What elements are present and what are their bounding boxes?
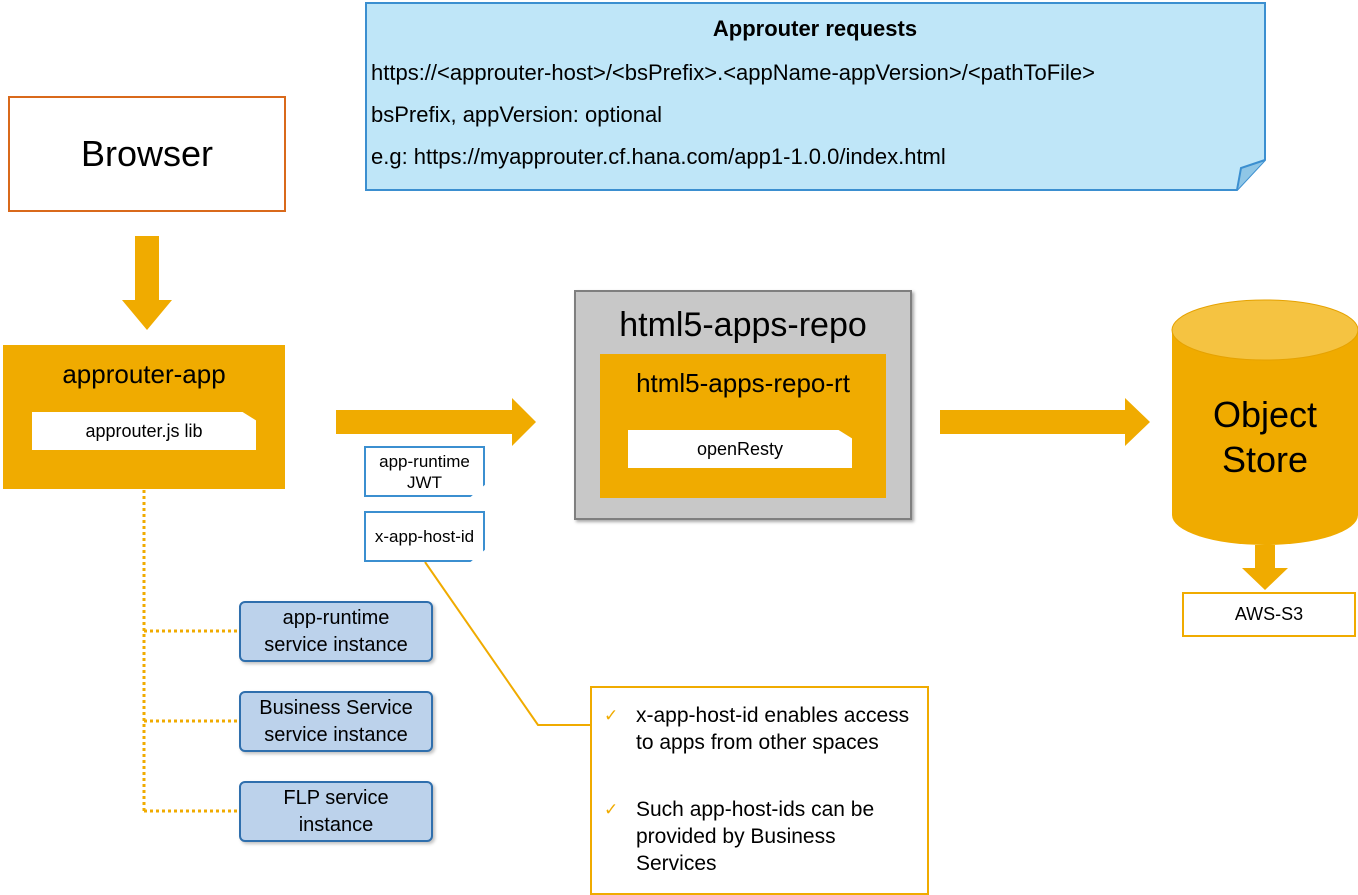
arrow-approuter-to-repo xyxy=(336,398,536,446)
note-example: e.g: https://myapprouter.cf.hana.com/app… xyxy=(371,144,946,169)
info-text-1: x-app-host-id enables access to apps fro… xyxy=(636,704,910,754)
object-store-cylinder xyxy=(1171,299,1358,545)
service-label-line1: Business Service xyxy=(259,696,413,719)
arrow-repo-to-objectstore xyxy=(940,398,1150,446)
aws-s3-label: AWS-S3 xyxy=(1234,604,1304,624)
jwt-token-line1: app-runtime xyxy=(379,451,470,471)
service-label-line2: service instance xyxy=(264,723,408,746)
approuter-lib-label: approuter.js lib xyxy=(32,412,256,450)
info-text-2: Such app-host-ids can be provided by Bus… xyxy=(636,798,875,875)
approuter-app-title: approuter-app xyxy=(62,359,226,389)
note-optional-params: bsPrefix, appVersion: optional xyxy=(371,102,663,127)
html5-apps-repo-title: html5-apps-repo xyxy=(619,306,867,344)
service-flp: FLP service instance xyxy=(239,781,433,842)
host-id-info-box: ✓ x-app-host-id enables access to apps f… xyxy=(590,686,929,895)
note-url-pattern: https://<approuter-host>/<bsPrefix>.<app… xyxy=(371,60,1096,85)
aws-s3-box: AWS-S3 xyxy=(1182,592,1356,637)
callout-line xyxy=(424,561,590,726)
html5-apps-repo-rt-box: html5-apps-repo-rt openResty xyxy=(600,354,886,498)
approuter-requests-note: Approuter requests https://<approuter-ho… xyxy=(365,2,1267,191)
openresty-label: openResty xyxy=(628,430,852,468)
note-shape xyxy=(365,2,1266,191)
service-connectors xyxy=(142,490,239,813)
service-app-runtime: app-runtime service instance xyxy=(239,601,433,662)
service-label-line2: instance xyxy=(298,813,374,836)
info-bullet-1: ✓ x-app-host-id enables access to apps f… xyxy=(604,702,919,756)
service-business-service: Business Service service instance xyxy=(239,691,433,752)
check-icon: ✓ xyxy=(604,706,619,725)
approuter-app-box: approuter-app approuter.js lib xyxy=(3,345,285,489)
jwt-token-line2: JWT xyxy=(407,472,442,492)
browser-box: Browser xyxy=(8,96,286,212)
object-store-label: Object Store xyxy=(1172,392,1358,482)
arrow-browser-to-approuter xyxy=(122,236,172,330)
service-label-line1: FLP service xyxy=(283,786,389,809)
browser-label: Browser xyxy=(80,133,214,174)
object-store-line2: Store xyxy=(1221,439,1309,480)
host-id-token-label: x-app-host-id xyxy=(374,527,475,546)
host-id-token-note: x-app-host-id xyxy=(364,511,485,562)
check-icon: ✓ xyxy=(604,800,619,819)
info-bullet-2: ✓ Such app-host-ids can be provided by B… xyxy=(604,796,919,877)
service-label-line2: service instance xyxy=(264,633,408,656)
html5-apps-repo-box: html5-apps-repo html5-apps-repo-rt openR… xyxy=(574,290,912,520)
jwt-token-note: app-runtime JWT xyxy=(364,446,485,497)
object-store-line1: Object xyxy=(1212,394,1318,435)
note-title: Approuter requests xyxy=(712,16,918,41)
html5-apps-repo-rt-title: html5-apps-repo-rt xyxy=(636,368,850,398)
arrow-objectstore-to-aws xyxy=(1242,545,1288,590)
service-label-line1: app-runtime xyxy=(282,606,390,629)
